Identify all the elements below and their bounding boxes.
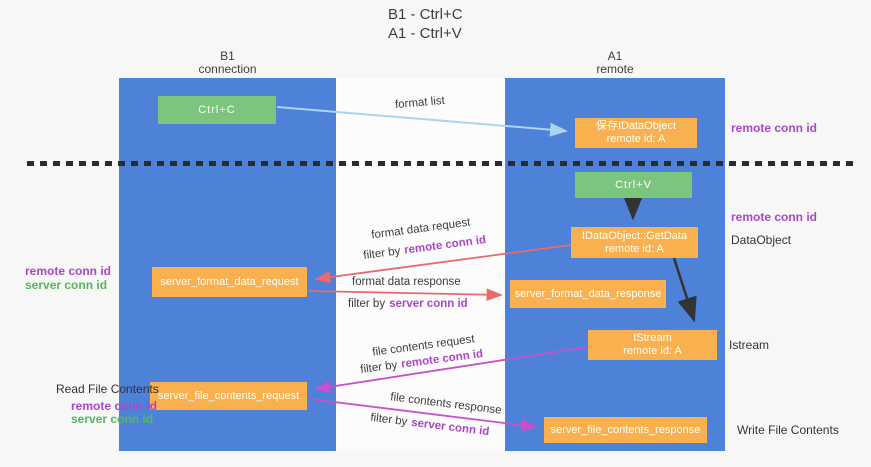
column-a1-name: A1: [607, 49, 623, 63]
ctrl-c-box: Ctrl+C: [158, 96, 276, 124]
phase-separator-dashed-line: [27, 161, 858, 166]
server-file-contents-request-box: server_file_contents_request: [150, 382, 307, 410]
istream-line1: IStream: [633, 332, 672, 344]
left-server-conn-id-top: server conn id: [25, 278, 108, 292]
filter-by-text: filter by: [348, 298, 386, 310]
format-data-response-label: format data response: [352, 276, 461, 288]
server-conn-id-text: server conn id: [389, 298, 468, 310]
column-header-a1: A1 remote: [505, 50, 725, 76]
getdata-line1: IDataObject::GetData: [581, 229, 688, 242]
diagram-title: B1 - Ctrl+C A1 - Ctrl+V: [388, 5, 463, 43]
save-idataobject-box: 保存IDataObject remote id: A: [575, 118, 697, 148]
istream-box: IStream remote id: A: [588, 330, 717, 360]
write-file-contents-label: Write File Contents: [737, 423, 839, 437]
getdata-line2: remote id: A: [605, 242, 664, 255]
title-line-1: B1 - Ctrl+C: [388, 6, 463, 23]
read-file-contents-label: Read File Contents: [56, 382, 159, 396]
left-conn-id-block-bottom: remote conn id server conn id: [71, 400, 157, 426]
save-idataobject-line2: remote id: A: [606, 133, 666, 145]
server-file-contents-response-box: server_file_contents_response: [544, 417, 707, 443]
column-b1-role: connection: [198, 62, 257, 76]
left-conn-id-block-top: remote conn id server conn id: [25, 264, 111, 292]
idataobject-getdata-box: IDataObject::GetData remote id: A: [571, 227, 698, 258]
left-remote-conn-id-top: remote conn id: [25, 264, 112, 278]
istream-side-label: Istream: [729, 338, 770, 352]
istream-line2: remote id: A: [623, 345, 682, 357]
column-header-b1: B1 connection: [119, 50, 336, 76]
right-remote-conn-id-label-top: remote conn id: [731, 121, 818, 135]
title-line-2: A1 - Ctrl+V: [388, 25, 462, 42]
left-server-conn-id-bottom: server conn id: [71, 412, 154, 426]
ctrl-v-box: Ctrl+V: [575, 172, 692, 198]
dataobject-label: DataObject: [731, 233, 792, 247]
save-idataobject-line1: 保存IDataObject: [595, 120, 677, 132]
column-a1-role: remote: [596, 62, 634, 76]
right-remote-conn-id-label-mid: remote conn id: [731, 210, 818, 224]
column-b1-name: B1: [220, 49, 235, 63]
left-remote-conn-id-bottom: remote conn id: [71, 399, 158, 413]
server-format-data-request-box: server_format_data_request: [152, 267, 307, 297]
server-format-data-response-box: server_format_data_response: [510, 280, 666, 308]
